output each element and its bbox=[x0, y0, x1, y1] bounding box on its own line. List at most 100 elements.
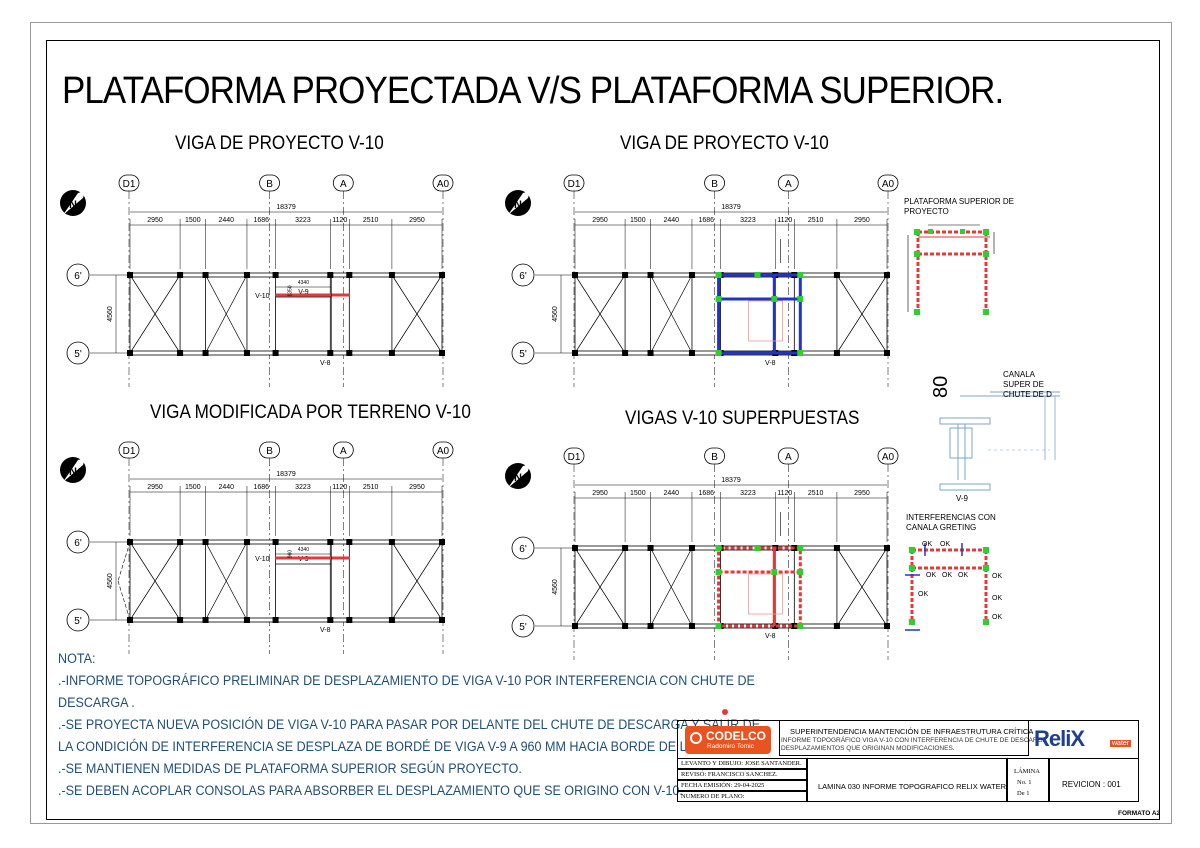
desc-line-1: INFORME TOPOGRÁFICO VIGA V-10 CON INTERF… bbox=[781, 737, 1047, 744]
dimension-height: 4560 bbox=[552, 306, 559, 322]
red-dot bbox=[722, 709, 728, 715]
codelco-name: CODELCO bbox=[706, 729, 766, 743]
dimension-span: 1686 bbox=[698, 490, 714, 497]
panel-title-1: VIGA DE PROYECTO V-10 bbox=[175, 133, 384, 154]
node-marker bbox=[797, 545, 804, 551]
dimension-span: 2950 bbox=[854, 217, 870, 224]
dimension-span: 2440 bbox=[218, 484, 234, 491]
bracing bbox=[205, 274, 248, 354]
bracing bbox=[650, 547, 693, 627]
node-marker bbox=[771, 569, 778, 575]
dimension-span: 2440 bbox=[663, 490, 679, 497]
relix-water: water bbox=[1110, 740, 1132, 747]
plataforma-superior-label: PLATAFORMA SUPERIOR DE PROYECTO bbox=[904, 197, 1014, 216]
lamina-box bbox=[1007, 758, 1049, 802]
note-line: .-SE MANTIENEN MEDIDAS DE PLATAFORMA SUP… bbox=[58, 761, 522, 776]
plano-text: NUMERO DE PLANO: bbox=[681, 793, 745, 800]
dimension-v10-offset: 960 bbox=[288, 550, 294, 559]
node-marker bbox=[715, 350, 722, 356]
note-line: .-SE PROYECTA NUEVA POSICIÓN DE VIGA V-1… bbox=[58, 717, 761, 732]
column-node bbox=[622, 350, 629, 356]
column-node bbox=[647, 545, 654, 551]
grid-row-bubble bbox=[66, 263, 90, 287]
grid-row-label: 6' bbox=[519, 271, 527, 282]
dimension-total: 18379 bbox=[721, 477, 741, 484]
codelco-logo: CODELCO Radomiro Tomic bbox=[685, 726, 771, 754]
node-marker bbox=[715, 569, 722, 575]
panel-title-2: VIGA DE PROYECTO V-10 bbox=[620, 133, 829, 154]
grid-axis-label: D1 bbox=[123, 446, 136, 457]
beam-label-v8: V-8 bbox=[765, 360, 776, 367]
notes-block: NOTA: .-INFORME TOPOGRÁFICO PRELIMINAR D… bbox=[58, 648, 761, 802]
ok-label: OK bbox=[926, 572, 937, 579]
note-line: DESCARGA . bbox=[58, 695, 135, 710]
fecha-text: FECHA EMISIÓN: 29-04-2025 bbox=[681, 782, 765, 789]
dimension-span: 2950 bbox=[592, 217, 608, 224]
bracing bbox=[574, 547, 626, 627]
note-line: .-SE DEBEN ACOPLAR CONSOLAS PARA ABSORBE… bbox=[58, 783, 683, 798]
plataforma-superior-detail bbox=[907, 224, 995, 315]
bracing bbox=[205, 541, 248, 621]
north-arrow-pointer bbox=[63, 191, 85, 215]
column-node bbox=[327, 539, 334, 545]
interferencias-label: INTERFERENCIAS CON CANALA GRETING bbox=[906, 513, 996, 532]
grid-row-label: 5' bbox=[74, 616, 82, 627]
beam-v10-red bbox=[275, 556, 350, 560]
note-line: LA CONDICIÓN DE INTERFERENCIA SE DESPLAZ… bbox=[58, 739, 760, 754]
grid-row-bubble bbox=[511, 263, 535, 287]
grid-row-bubble bbox=[66, 530, 90, 554]
node-marker bbox=[797, 296, 804, 302]
page-title: PLATAFORMA PROYECTADA V/S PLATAFORMA SUP… bbox=[62, 70, 1004, 112]
dimension-span: 1500 bbox=[630, 490, 646, 497]
column-node bbox=[272, 617, 279, 623]
column-node bbox=[272, 272, 279, 278]
formato-text: FORMATO A2 bbox=[1118, 810, 1161, 817]
node-marker bbox=[797, 272, 804, 278]
dimension-span: 2950 bbox=[409, 217, 425, 224]
grid-row-bubble bbox=[66, 341, 90, 365]
grid-axis-label: A0 bbox=[437, 179, 450, 190]
panel-title-4: VIGAS V-10 SUPERPUESTAS bbox=[625, 408, 860, 429]
bracing bbox=[836, 547, 888, 627]
tb-row bbox=[677, 791, 807, 802]
dimension-total: 18379 bbox=[721, 204, 741, 211]
dimension-height: 4560 bbox=[552, 579, 559, 595]
grid-row-label: 5' bbox=[519, 349, 527, 360]
column-node bbox=[346, 272, 353, 278]
column-node bbox=[647, 350, 654, 356]
column-node bbox=[327, 350, 334, 356]
superposed-frame bbox=[717, 546, 802, 628]
node-marker bbox=[797, 569, 804, 575]
grid-axis-label: B bbox=[711, 452, 718, 463]
column-node bbox=[327, 272, 334, 278]
modified-brace bbox=[117, 580, 131, 621]
dimension-v10-offset: 1350 bbox=[288, 285, 294, 296]
section-dim-label: 80 bbox=[930, 375, 952, 398]
node-marker bbox=[715, 623, 722, 629]
codelco-sub: Radomiro Tomic bbox=[707, 743, 754, 750]
beam-v10-red bbox=[275, 293, 350, 297]
grid-axis-label: A0 bbox=[882, 179, 895, 190]
ok-label: OK bbox=[992, 595, 1003, 602]
beam-label-v8: V-8 bbox=[320, 627, 331, 634]
column-node bbox=[622, 545, 629, 551]
grid-axis-label: B bbox=[266, 179, 273, 190]
tb-row bbox=[677, 769, 807, 780]
bracing bbox=[650, 274, 693, 354]
dimension-span: 1686 bbox=[253, 217, 269, 224]
canala-section-detail bbox=[939, 391, 1060, 491]
north-label: N bbox=[69, 466, 77, 478]
dimension-span: 2950 bbox=[592, 490, 608, 497]
grid-axis-label: A bbox=[785, 452, 792, 463]
dimension-span: 2950 bbox=[147, 484, 163, 491]
dimension-span: 1120 bbox=[777, 217, 792, 224]
dimension-height: 4560 bbox=[107, 306, 114, 322]
lamina-no: No. 1 bbox=[1017, 779, 1032, 786]
node-marker bbox=[754, 272, 761, 278]
bracing bbox=[129, 541, 181, 621]
node-marker bbox=[797, 350, 804, 356]
revision-text: REVICION : 001 bbox=[1062, 780, 1121, 789]
relix-name: ReliX bbox=[1034, 726, 1085, 751]
